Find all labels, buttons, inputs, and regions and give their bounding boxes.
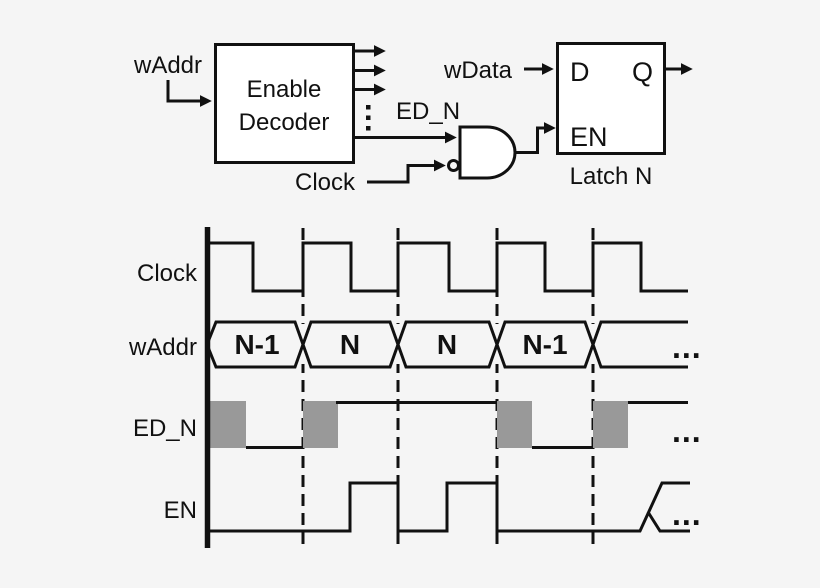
signal-row-label-ed-n: ED_N xyxy=(133,415,197,442)
latch-block xyxy=(556,42,666,155)
bus-interior-mask xyxy=(212,324,686,364)
uncertain-region xyxy=(593,401,628,448)
clock-wire-arrow xyxy=(367,159,446,184)
waddr-bus-value: N-1 xyxy=(522,329,567,360)
latch-d-port-label: D xyxy=(570,57,590,87)
latch-q-port-label: Q xyxy=(632,57,653,87)
dashed-gridlines xyxy=(301,228,595,547)
latch-caption: Latch N xyxy=(570,163,653,190)
signal-row-label-waddr: wAddr xyxy=(128,334,197,361)
uncertain-region xyxy=(303,401,338,448)
and-gate-icon xyxy=(458,125,517,180)
latch-en-port-label: EN xyxy=(570,122,608,152)
waddr-bus-rail-b xyxy=(205,320,688,369)
gate-output-wire-arrow xyxy=(515,122,556,154)
wdata-input-label: wData xyxy=(443,57,513,84)
enable-decoder-label-line1: Enable xyxy=(247,76,322,103)
en-waveform xyxy=(208,481,690,533)
signal-row-label-clock: Clock xyxy=(137,260,198,287)
waddr-bus-value: N-1 xyxy=(234,329,279,360)
waddr-bus-rail-a xyxy=(205,320,688,369)
waddr-bus-value: N xyxy=(340,329,360,360)
ed-n-uncertain-regions xyxy=(208,401,628,448)
ed-n-trailing-ellipsis: ... xyxy=(672,413,702,449)
clock-net-label: Clock xyxy=(295,169,356,196)
enable-decoder-label-line2: Decoder xyxy=(239,109,330,136)
uncertain-region xyxy=(497,401,532,448)
signal-row-label-en: EN xyxy=(164,497,197,524)
en-uncertain-branch xyxy=(646,511,690,533)
inverter-bubble-icon xyxy=(447,159,460,172)
en-trailing-ellipsis: ... xyxy=(672,496,702,532)
waddr-bus-value: N xyxy=(437,329,457,360)
waddr-trailing-ellipsis: ... xyxy=(672,329,702,365)
ed-n-waveform xyxy=(246,401,688,449)
waddr-input-label: wAddr xyxy=(133,52,202,79)
block-diagram: wAddr Enable Decoder ED_N Clock D Q EN L xyxy=(133,42,693,196)
timing-diagram: N-1 N N N-1 ... ... ... Clock wAddr ED_N… xyxy=(128,227,702,548)
clock-waveform xyxy=(206,241,688,293)
ed-n-net-label: ED_N xyxy=(396,98,460,125)
vertical-ellipsis-icon xyxy=(366,105,371,131)
enable-decoder-block xyxy=(214,43,355,164)
uncertain-region xyxy=(208,401,246,448)
waddr-input-wire-arrow xyxy=(166,80,212,107)
